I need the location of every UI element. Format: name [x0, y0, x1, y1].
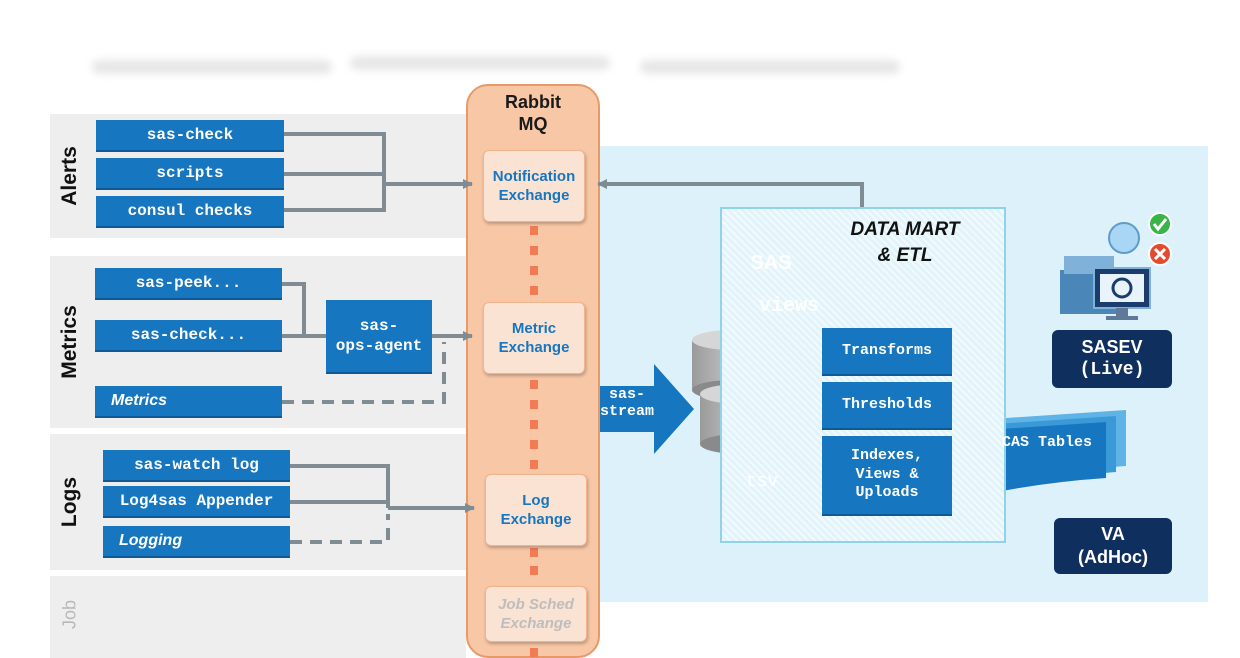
- job-sched-exchange-line2: Exchange: [500, 615, 572, 632]
- log-logging-box: Logging: [103, 526, 290, 558]
- log-log4sas-box: Log4sas Appender: [103, 486, 290, 518]
- blurred-title: [350, 56, 610, 70]
- connector-dot: [530, 286, 538, 295]
- data-mart-title-line1: DATA MART: [850, 219, 960, 240]
- ops-agent-line1: sas-: [359, 317, 399, 335]
- metric-sas-peek-box: sas-peek...: [95, 268, 282, 300]
- va-line2: (AdHoc): [1078, 547, 1148, 567]
- connector-dot: [530, 266, 538, 275]
- sas-cylinder-label: SAS: [750, 252, 792, 274]
- notification-return: [597, 179, 864, 207]
- thresholds-box: Thresholds: [822, 382, 952, 430]
- sas-stream-label: sas- stream: [598, 386, 656, 421]
- watch-line: [290, 464, 390, 508]
- indexes-line3: Uploads: [855, 484, 919, 502]
- tsv-cylinder-label: tsv: [745, 472, 779, 492]
- connector-dot: [530, 648, 538, 657]
- ops-agent-line2: ops-agent: [335, 337, 423, 355]
- metrics-dashed-line: [282, 342, 446, 404]
- job-band: [50, 576, 466, 658]
- views-cylinder-label: views: [758, 295, 819, 318]
- alert-scripts-box: scripts: [96, 158, 284, 190]
- metric-sas-check-box: sas-check...: [95, 320, 282, 352]
- connector-dot: [530, 460, 538, 469]
- alerts-connectors: [284, 132, 473, 212]
- blurred-title: [640, 60, 900, 74]
- rabbitmq-title-line1: Rabbit: [505, 92, 561, 112]
- indexes-line2: Views &: [855, 465, 919, 483]
- blurred-title: [92, 60, 332, 74]
- notification-return-arrow: [597, 179, 864, 207]
- sasev-line1: SASEV: [1081, 336, 1143, 357]
- connector-dot: [530, 440, 538, 449]
- connector-dot: [530, 380, 538, 389]
- indexes-box: Indexes, Views & Uploads: [822, 436, 952, 516]
- metrics-bracket: [282, 282, 306, 338]
- connector-dot: [530, 400, 538, 409]
- sasev-box: SASEV (Live): [1052, 330, 1172, 388]
- cas-tables-label: CAS Tables: [1001, 434, 1092, 451]
- va-line1: VA: [1101, 523, 1125, 544]
- error-icon: [1148, 242, 1172, 266]
- data-mart-title: DATA MART & ETL: [840, 217, 970, 268]
- user-monitor-icon: [1060, 222, 1151, 320]
- rabbitmq-title-line2: MQ: [518, 113, 548, 134]
- log-exchange-line1: Log: [522, 491, 550, 509]
- alert-consul-checks-box: consul checks: [96, 196, 284, 228]
- connector-dot: [530, 246, 538, 255]
- connector-dot: [530, 420, 538, 429]
- rabbitmq-title: Rabbit MQ: [466, 92, 600, 135]
- cas-tables-icon: [986, 410, 1126, 494]
- alert-sas-check-box: sas-check: [96, 120, 284, 152]
- metric-exchange-line2: Exchange: [498, 339, 570, 356]
- metrics-connectors: [282, 282, 473, 404]
- job-sched-exchange-line1: Job Sched: [498, 595, 574, 613]
- data-mart-title-line2: & ETL: [877, 244, 933, 266]
- notification-exchange-line2: Exchange: [498, 187, 570, 204]
- sas-stream-line2: stream: [599, 403, 654, 421]
- connector-dot: [530, 548, 538, 557]
- notification-exchange-line1: Notification: [492, 167, 576, 185]
- metric-metrics-box: Metrics: [95, 386, 282, 418]
- logging-dashed-line: [290, 514, 390, 544]
- ops-agent-box: sas-ops-agent: [326, 300, 432, 374]
- metric-exchange-line1: Metric: [511, 319, 557, 337]
- connector-dot: [530, 226, 538, 235]
- sas-stream-line1: sas-: [608, 386, 645, 403]
- transforms-box: Transforms: [822, 328, 952, 376]
- log-sas-watch-box: sas-watch log: [103, 450, 290, 482]
- log-exchange-line2: Exchange: [500, 511, 572, 528]
- logs-connectors: [290, 464, 475, 544]
- indexes-line1: Indexes,: [850, 446, 923, 464]
- check-icon: [1148, 212, 1172, 236]
- sasev-line2: (Live): [1079, 360, 1145, 380]
- connector-dot: [530, 566, 538, 575]
- va-box: VA (AdHoc): [1054, 518, 1172, 574]
- sas-stream-arrow: [600, 364, 694, 454]
